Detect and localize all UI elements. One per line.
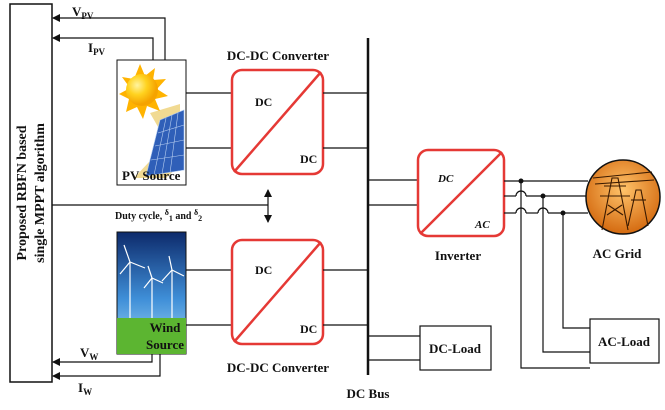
dc-dc-converter-top: DC-DC Converter DC DC — [227, 48, 329, 176]
mppt-label-line1: Proposed RBFN based — [15, 125, 30, 260]
ac-load: AC-Load — [589, 318, 660, 364]
pv-feedback-lines — [52, 14, 166, 60]
converter-top-out: DC — [300, 152, 317, 166]
wind-source-label-line2: Source — [146, 337, 184, 352]
wind-source-label-line1: Wind — [150, 320, 182, 335]
pv-source: PV Source — [116, 59, 187, 186]
sun-icon — [119, 64, 168, 119]
converter-top-title: DC-DC Converter — [227, 48, 329, 63]
duty-cycle-signal: Duty cycle, δ1 and δ2 — [52, 189, 272, 223]
wind-feedback-lines — [52, 354, 161, 380]
converter-bottom-title: DC-DC Converter — [227, 360, 329, 375]
mppt-label-line2: single MPPT algorithm — [33, 123, 48, 263]
converter-bottom-in: DC — [255, 263, 272, 277]
dc-bus-label: DC Bus — [347, 386, 390, 401]
wind-voltage-label: VW — [80, 345, 98, 362]
pv-source-label: PV Source — [122, 168, 181, 183]
solar-panel-icon — [145, 109, 185, 177]
ac-grid: AC Grid — [585, 159, 661, 261]
dc-load: DC-Load — [419, 325, 492, 371]
converter-top-in: DC — [255, 95, 272, 109]
transmission-tower-icon — [592, 171, 655, 231]
wind-source: Wind Source — [116, 231, 187, 355]
dc-bus: DC Bus — [347, 38, 390, 401]
dc-dc-converter-bottom: DC DC DC-DC Converter — [227, 238, 329, 375]
duty-cycle-label: Duty cycle, δ1 and δ2 — [115, 208, 202, 223]
junction-dots — [518, 178, 566, 216]
pv-voltage-label: VPV — [72, 4, 94, 21]
inverter-out-label: AC — [474, 219, 490, 231]
source-wires — [186, 92, 232, 326]
inverter: DC AC Inverter — [416, 148, 506, 263]
three-phase-lines — [504, 180, 590, 369]
dc-load-label: DC-Load — [429, 341, 482, 356]
converter-bus-wires — [323, 92, 368, 326]
bus-inverter-wires — [368, 179, 418, 206]
wind-current-label: IW — [78, 380, 92, 397]
wind-turbine-icon — [119, 244, 185, 318]
ac-grid-label: AC Grid — [593, 246, 643, 261]
bus-dcload-wires — [368, 335, 420, 361]
converter-bottom-out: DC — [300, 322, 317, 336]
inverter-label: Inverter — [435, 248, 481, 263]
pv-current-label: IPV — [88, 40, 106, 57]
ac-load-label: AC-Load — [598, 334, 651, 349]
inverter-in-label: DC — [437, 173, 454, 185]
mppt-controller-block: Proposed RBFN based single MPPT algorith… — [9, 3, 53, 383]
